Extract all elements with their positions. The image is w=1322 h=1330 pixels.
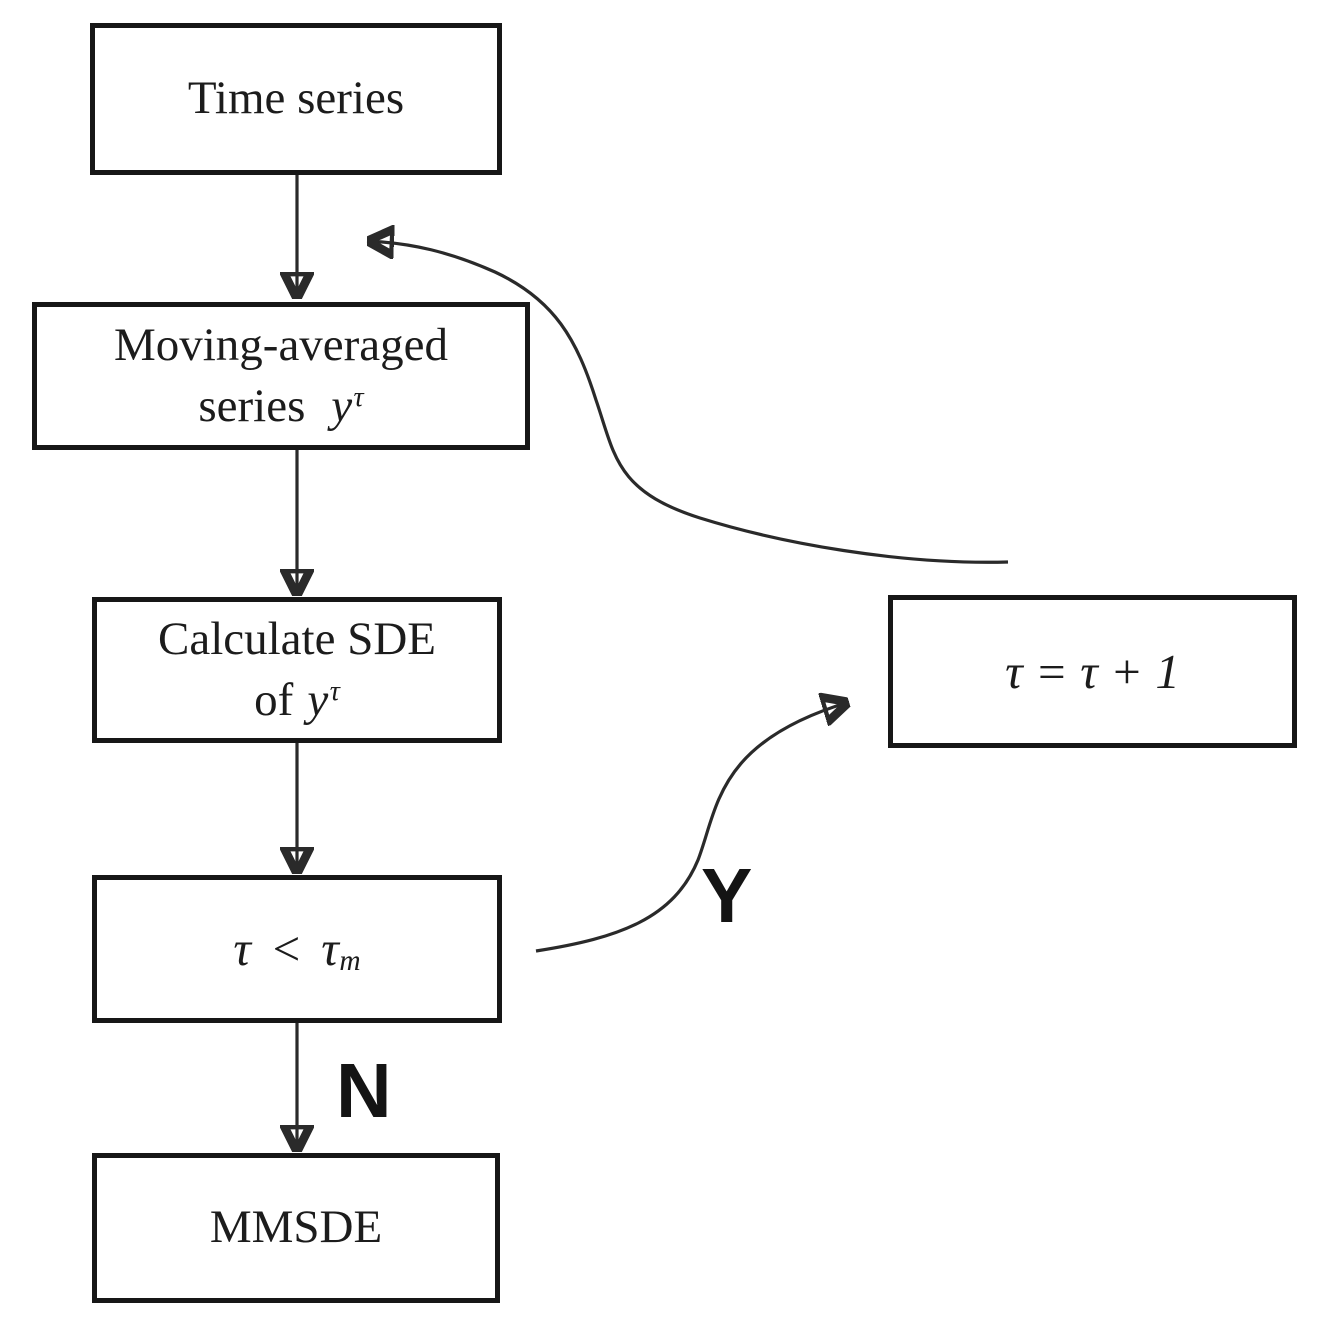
math-variable-tau-m: τ bbox=[321, 921, 339, 977]
math-variable-y: y bbox=[331, 380, 353, 432]
math-variable-tau: τ bbox=[233, 921, 251, 977]
connector-decision-to-increment-yes-branch bbox=[535, 702, 849, 953]
node-label: Time series bbox=[187, 72, 405, 125]
node-label-line1: Calculate SDE bbox=[157, 612, 436, 665]
node-label-word: series bbox=[198, 380, 306, 432]
node-label: τ<τm bbox=[233, 917, 360, 981]
node-label: MMSDE bbox=[209, 1201, 383, 1254]
math-superscript-tau: τ bbox=[353, 381, 364, 413]
edge-label-yes: Y bbox=[701, 853, 753, 939]
node-label-line1: Moving-averaged bbox=[113, 318, 449, 371]
node-label-word: of bbox=[254, 674, 294, 726]
edge-label-no: N bbox=[336, 1048, 392, 1134]
math-expression-tau-increment: τ = τ + 1 bbox=[1005, 643, 1180, 699]
math-variable-y: y bbox=[307, 674, 329, 726]
flowchart-node-tau-increment: τ = τ + 1 bbox=[888, 595, 1297, 748]
math-subscript-m: m bbox=[339, 945, 361, 978]
connector-increment-loop-back bbox=[367, 241, 1009, 564]
flowchart-node-tau-comparison: τ<τm bbox=[92, 875, 502, 1023]
math-superscript-tau: τ bbox=[329, 675, 340, 707]
flowchart-node-time-series: Time series bbox=[90, 23, 502, 175]
math-less-than-operator: < bbox=[269, 921, 303, 977]
flowchart-node-mmsde: MMSDE bbox=[92, 1153, 500, 1303]
